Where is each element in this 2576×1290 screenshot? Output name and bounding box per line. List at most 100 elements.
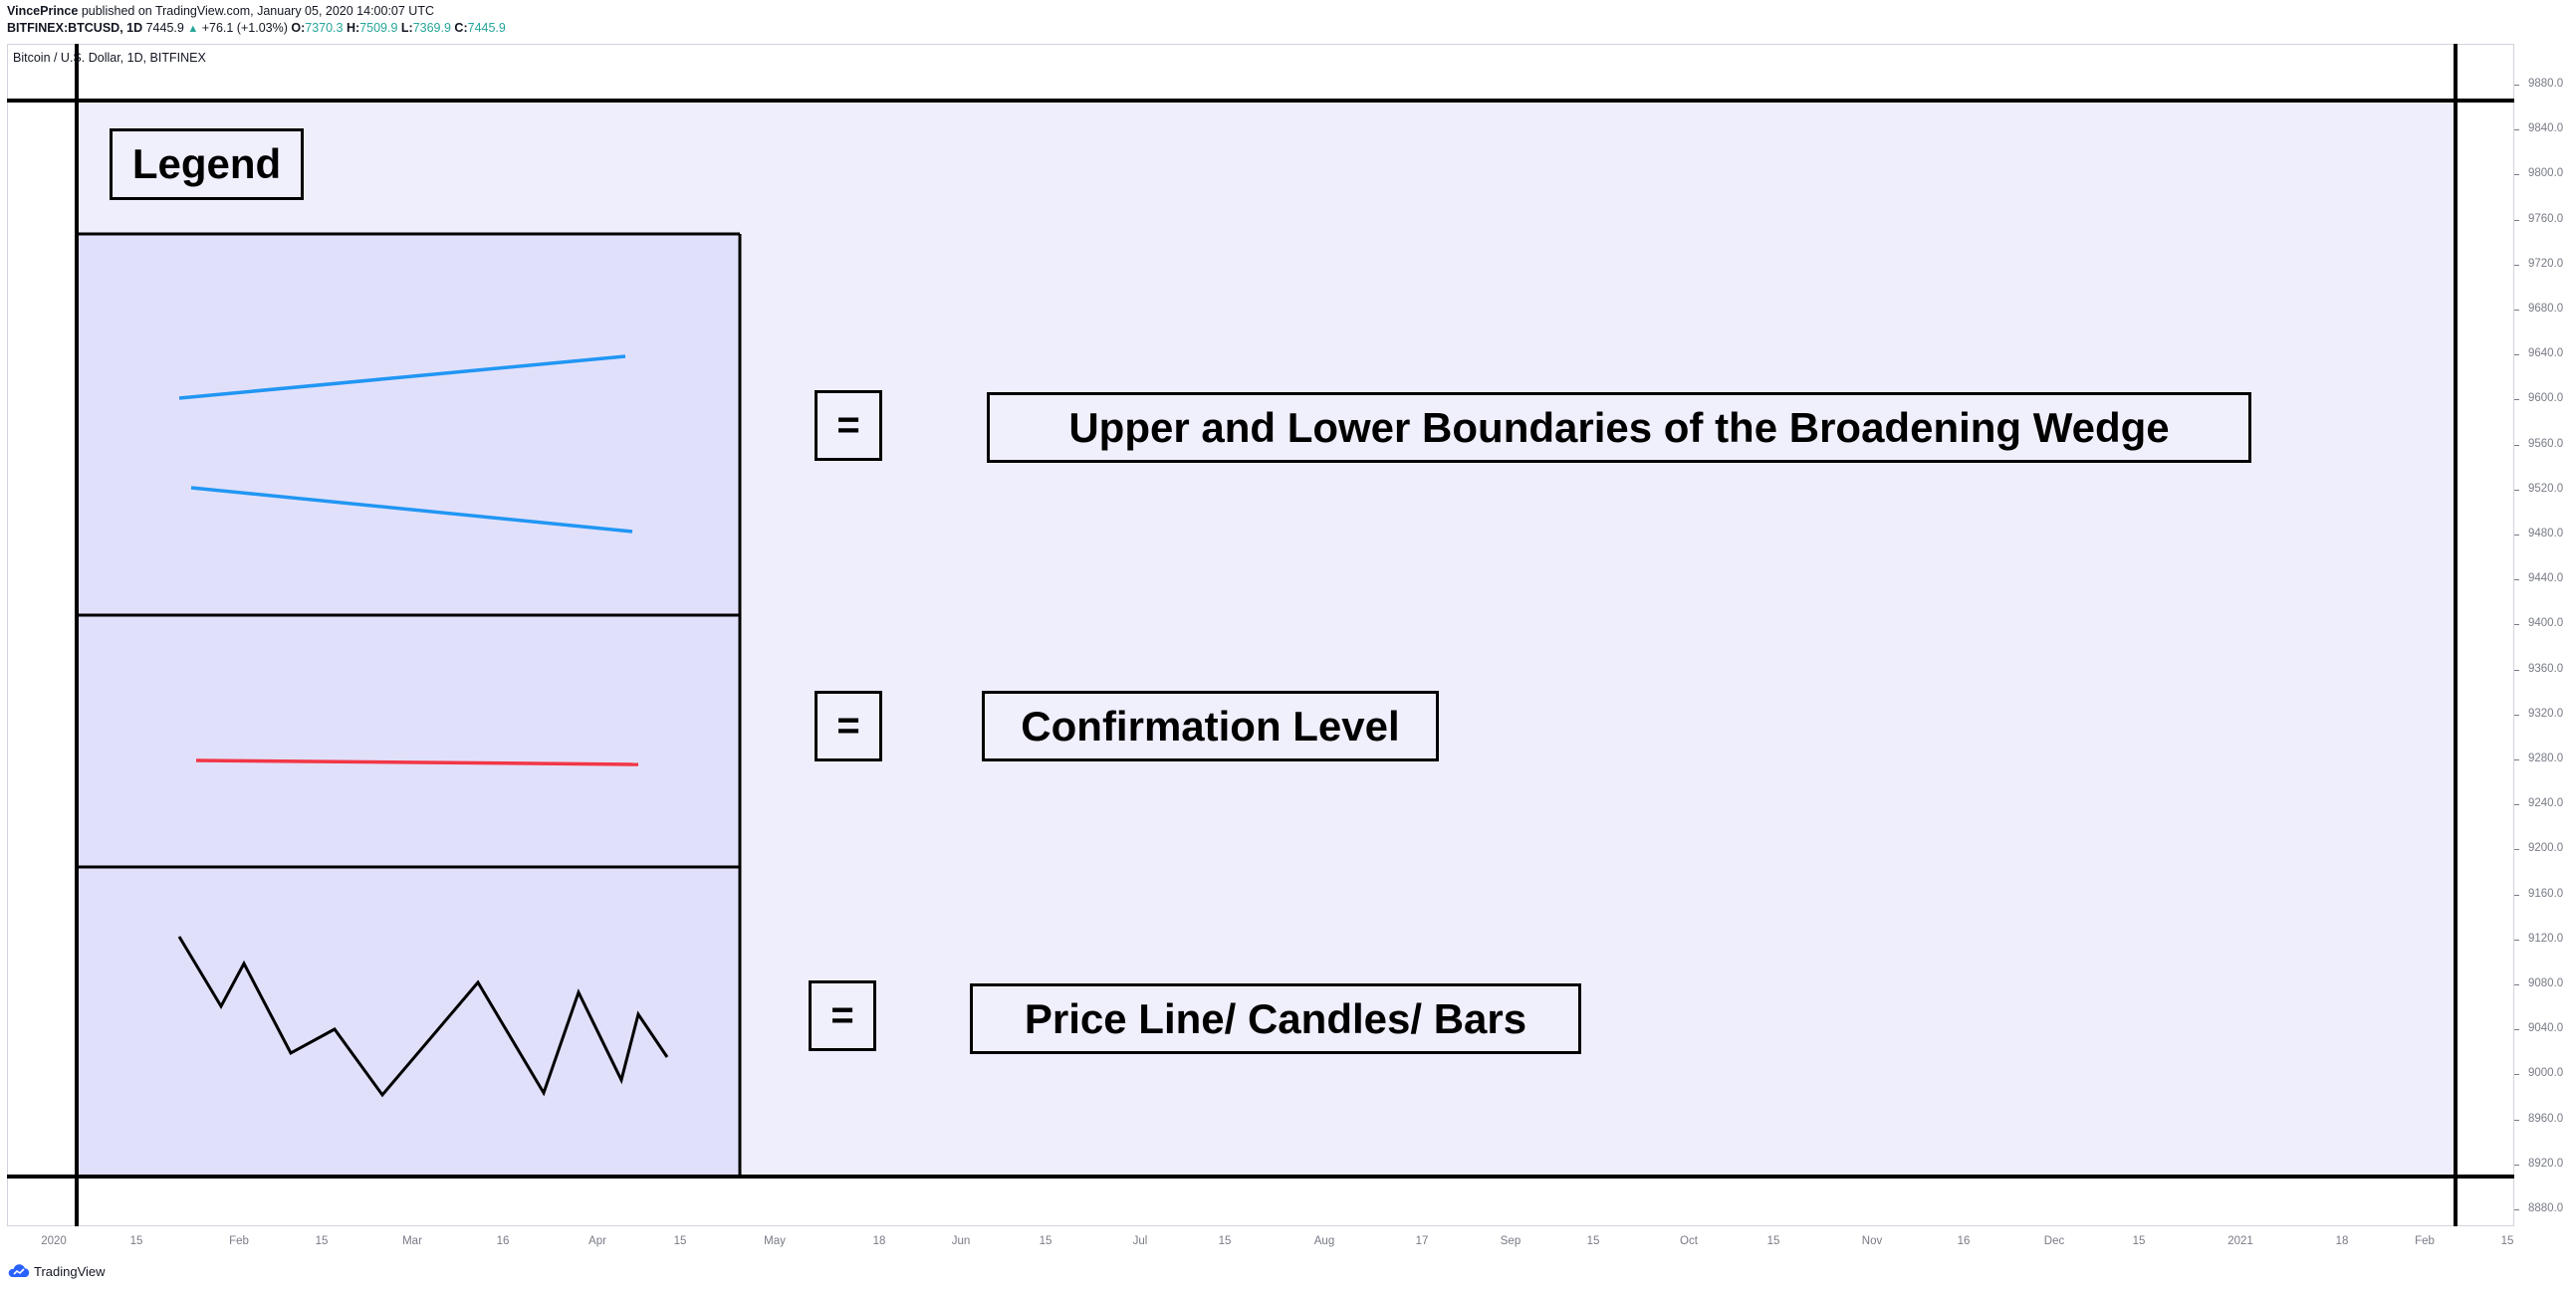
price-sample-line[interactable]	[177, 936, 669, 1098]
equals-sign: =	[815, 390, 882, 461]
price-axis-label: 9160.0	[2528, 887, 2564, 900]
open-value: 7370.3	[305, 21, 344, 35]
time-axis-label: Oct	[1680, 1235, 1698, 1247]
publish-info: VincePrince published on TradingView.com…	[7, 3, 434, 19]
price-tick	[2514, 1119, 2519, 1121]
price-axis-label: 9520.0	[2528, 482, 2564, 495]
price-tick	[2514, 1209, 2519, 1210]
price-change: +76.1 (+1.03%)	[201, 21, 288, 35]
price-tick	[2514, 1164, 2519, 1166]
time-axis-label: Jul	[1132, 1235, 1148, 1247]
time-axis-label: Feb	[2415, 1235, 2435, 1247]
price-axis-label: 8880.0	[2528, 1202, 2564, 1214]
high-label: H:	[346, 21, 360, 35]
price-axis-label: 9600.0	[2528, 392, 2564, 405]
price-tick	[2514, 444, 2519, 446]
time-axis-label: Mar	[402, 1235, 422, 1247]
upper-wedge-sample-line[interactable]	[178, 354, 626, 400]
time-axis-label: 18	[2335, 1235, 2349, 1247]
time-axis-label: 15	[1586, 1235, 1600, 1247]
price-tick	[2514, 894, 2519, 896]
legend-cell-price	[77, 867, 740, 1177]
equals-sign: =	[815, 691, 882, 761]
price-tick	[2514, 759, 2519, 760]
price-tick	[2514, 669, 2519, 671]
cloud-chart-icon	[8, 1264, 30, 1277]
price-tick	[2514, 804, 2519, 806]
price-tick	[2514, 354, 2519, 356]
price-tick	[2514, 264, 2519, 266]
price-axis-label: 9840.0	[2528, 122, 2564, 135]
confirmation-level-label: Confirmation Level	[982, 691, 1439, 761]
price-tick	[2514, 310, 2519, 311]
arrow-up-icon: ▲	[187, 23, 199, 35]
price-axis-label: 8960.0	[2528, 1112, 2564, 1125]
time-axis-label: 15	[2500, 1235, 2514, 1247]
price-axis-label: 9400.0	[2528, 617, 2564, 630]
time-axis-label: 15	[1218, 1235, 1232, 1247]
low-label: L:	[400, 21, 413, 35]
price-axis-label: 9720.0	[2528, 257, 2564, 270]
brand-name: TradingView	[34, 1263, 106, 1279]
legend-cell-wedge	[77, 234, 740, 615]
price-tick	[2514, 624, 2519, 626]
high-value: 7509.9	[359, 21, 398, 35]
time-axis-label: Nov	[1861, 1235, 1883, 1247]
price-axis-label: 9000.0	[2528, 1067, 2564, 1080]
time-axis-label: 17	[1415, 1235, 1429, 1247]
time-axis-label: 15	[673, 1235, 687, 1247]
author-name[interactable]: VincePrince	[7, 4, 79, 18]
time-axis-label: 15	[2132, 1235, 2146, 1247]
time-axis-label: Jun	[951, 1235, 971, 1247]
time-axis-label: 16	[496, 1235, 510, 1247]
price-tick	[2514, 85, 2519, 86]
legend-title: Legend	[110, 128, 304, 200]
price-tick	[2514, 714, 2519, 716]
time-axis-label: 2021	[2227, 1235, 2253, 1247]
price-axis-label: 9040.0	[2528, 1022, 2564, 1035]
ohlc-info: BITFINEX:BTCUSD, 1D 7445.9 ▲ +76.1 (+1.0…	[7, 20, 506, 37]
open-label: O:	[291, 21, 306, 35]
legend-cell-confirmation	[77, 615, 740, 867]
price-tick	[2514, 984, 2519, 985]
price-axis-label: 9680.0	[2528, 303, 2564, 315]
close-label: C:	[454, 21, 468, 35]
time-axis-label: 16	[1957, 1235, 1971, 1247]
price-axis-label: 9320.0	[2528, 707, 2564, 720]
time-axis-label: 15	[1766, 1235, 1780, 1247]
symbol-label: BITFINEX:BTCUSD, 1D	[7, 21, 143, 35]
price-axis-label: 9120.0	[2528, 932, 2564, 945]
lower-wedge-sample-line[interactable]	[190, 486, 633, 534]
price-axis-label: 9200.0	[2528, 842, 2564, 855]
time-axis-label: 15	[129, 1235, 143, 1247]
price-axis-label: 9800.0	[2528, 167, 2564, 180]
price-axis-label: 9640.0	[2528, 347, 2564, 360]
price-axis-label: 8920.0	[2528, 1157, 2564, 1170]
published-text: published on TradingView.com, January 05…	[81, 4, 434, 18]
wedge-boundaries-label: Upper and Lower Boundaries of the Broade…	[987, 392, 2251, 463]
price-axis-label: 9880.0	[2528, 78, 2564, 90]
price-tick	[2514, 579, 2519, 581]
chart-pane[interactable]	[7, 44, 2514, 1226]
price-tick	[2514, 129, 2519, 131]
time-axis-label: 18	[872, 1235, 886, 1247]
price-line-label: Price Line/ Candles/ Bars	[970, 983, 1581, 1054]
symbol-title: Bitcoin / U.S. Dollar, 1D, BITFINEX	[13, 51, 206, 65]
price-tick	[2514, 849, 2519, 851]
tradingview-logo[interactable]: TradingView	[7, 1263, 106, 1279]
time-axis-label: May	[764, 1235, 786, 1247]
time-axis-label: 15	[1039, 1235, 1053, 1247]
time-axis-label: Aug	[1313, 1235, 1335, 1247]
price-tick	[2514, 174, 2519, 176]
confirmation-sample-line[interactable]	[195, 758, 639, 766]
price-tick	[2514, 1074, 2519, 1076]
price-axis-label: 9360.0	[2528, 662, 2564, 675]
close-value: 7445.9	[467, 21, 506, 35]
price-tick	[2514, 219, 2519, 221]
time-axis-label: 2020	[41, 1235, 67, 1247]
price-tick	[2514, 535, 2519, 536]
time-axis-label: Dec	[2043, 1235, 2065, 1247]
